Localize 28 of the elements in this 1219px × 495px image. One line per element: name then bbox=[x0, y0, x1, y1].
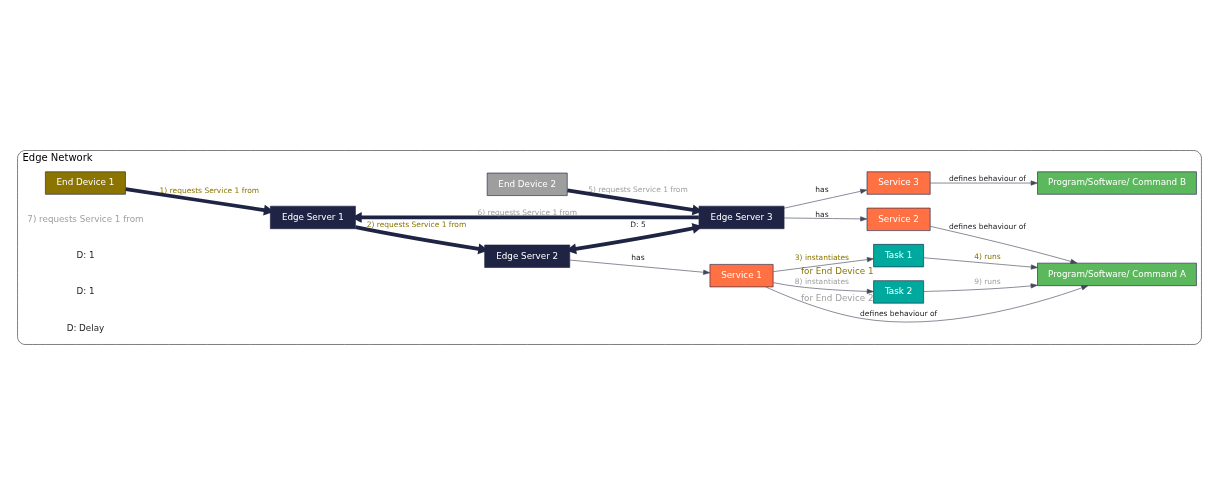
node-box: Task 1 bbox=[873, 244, 924, 268]
label: D: 1 bbox=[76, 249, 95, 260]
node-box: Edge Server 1 bbox=[270, 205, 356, 230]
arrow bbox=[783, 216, 868, 222]
node-box: Service 2 bbox=[866, 207, 931, 231]
node-box: Service 1 bbox=[709, 264, 774, 288]
node-box: Edge Server 3 bbox=[698, 205, 785, 230]
arrow bbox=[923, 283, 1038, 292]
node-label: for End Device 2 bbox=[800, 292, 874, 303]
label: D: 1 bbox=[76, 286, 95, 297]
arrow bbox=[772, 282, 874, 294]
node-box: Service 3 bbox=[866, 171, 931, 195]
node-box: Program/Software/ Command A bbox=[1037, 262, 1197, 286]
label: D: Delay bbox=[66, 322, 105, 333]
arrow bbox=[930, 226, 1078, 264]
node-box: Task 2 bbox=[873, 280, 924, 304]
arrow bbox=[773, 257, 874, 272]
node-box: End Device 1 bbox=[45, 171, 126, 195]
arrow bbox=[923, 257, 1038, 270]
node-label: for End Device 1 bbox=[800, 265, 874, 276]
node-box: Edge Server 2 bbox=[484, 244, 571, 268]
arrow bbox=[783, 188, 868, 209]
arrow bbox=[930, 180, 1038, 186]
arrow bbox=[569, 259, 711, 275]
node-box: End Device 2 bbox=[486, 172, 568, 196]
node-box: Program/Software/ Command B bbox=[1037, 171, 1197, 195]
label: 7) requests Service 1 from bbox=[27, 213, 144, 224]
arrow bbox=[765, 285, 1089, 323]
